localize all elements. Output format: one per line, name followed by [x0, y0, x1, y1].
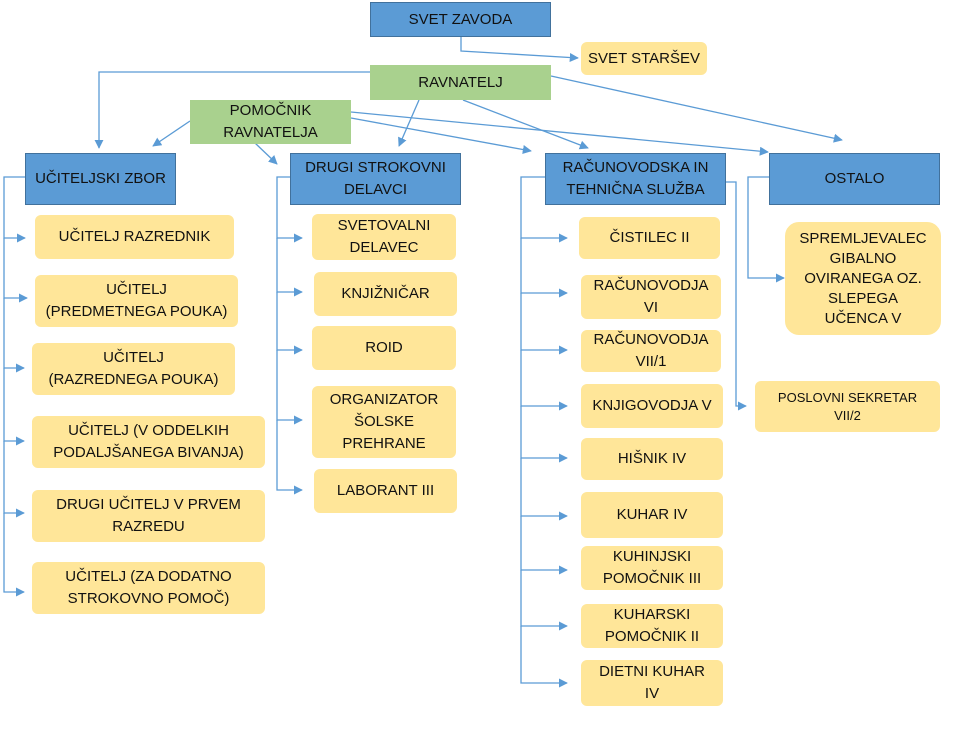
item-knjiznicar: KNJIŽNIČAR — [314, 272, 457, 316]
node-uciteljski-zbor: UČITELJSKI ZBOR — [25, 153, 176, 205]
item-racunovodja-vi: RAČUNOVODJA VI — [581, 275, 721, 319]
item-ucitelj-predmetnega-pouka: UČITELJ (PREDMETNEGA POUKA) — [35, 275, 238, 327]
item-organizator-solske-prehrane: ORGANIZATOR ŠOLSKE PREHRANE — [312, 386, 456, 458]
item-ucitelj-razrednik: UČITELJ RAZREDNIK — [35, 215, 234, 259]
item-cistilec-ii: ČISTILEC II — [579, 217, 720, 259]
arrow-pomocnik-to-racunovodska — [350, 117, 532, 154]
arrow-ravnatelj-to-racunovodska — [462, 99, 589, 150]
item-laborant-iii: LABORANT III — [314, 469, 457, 513]
item-knjigovodja-v: KNJIGOVODJA V — [581, 384, 723, 428]
item-racunovodja-vii-1: RAČUNOVODJA VII/1 — [581, 330, 721, 372]
item-ucitelj-dodatna-strokovna-pomoc: UČITELJ (ZA DODATNO STROKOVNO POMOČ) — [32, 562, 265, 614]
node-pomocnik-ravnatelja: POMOČNIK RAVNATELJA — [190, 100, 351, 144]
node-ravnatelj: RAVNATELJ — [370, 65, 551, 100]
arrow-ravnatelj-to-uciteljski-zbor — [94, 71, 370, 149]
arrow-pomocnik-to-drugi-strokovni — [254, 142, 278, 165]
item-roid: ROID — [312, 326, 456, 370]
node-svet-starsev: SVET STARŠEV — [581, 42, 707, 75]
item-svetovalni-delavec: SVETOVALNI DELAVEC — [312, 214, 456, 260]
item-poslovni-sekretar-vii-2: POSLOVNI SEKRETAR VII/2 — [755, 381, 940, 432]
item-ucitelj-razrednega-pouka: UČITELJ (RAZREDNEGA POUKA) — [32, 343, 235, 395]
node-svet-zavoda: SVET ZAVODA — [370, 2, 551, 37]
item-dietni-kuhar-iv: DIETNI KUHAR IV — [581, 660, 723, 706]
item-kuhar-iv: KUHAR IV — [581, 492, 723, 538]
item-hisnik-iv: HIŠNIK IV — [581, 438, 723, 480]
arrow-ravnatelj-to-drugi-strokovni — [398, 99, 420, 147]
arrow-ostalo-to-spremljevalec — [747, 176, 785, 283]
node-ostalo: OSTALO — [769, 153, 940, 205]
arrow-svet-zavoda-to-svet-starsev — [460, 37, 579, 63]
node-racunovodska-in-tehnicna-sluzba: RAČUNOVODSKA IN TEHNIČNA SLUŽBA — [545, 153, 726, 205]
arrow-pomocnik-to-uciteljski-zbor — [152, 120, 191, 147]
item-spremljevalec-gibalno-oviranega: SPREMLJEVALEC GIBALNO OVIRANEGA OZ. SLEP… — [785, 222, 941, 335]
arrow-ravnatelj-to-ostalo — [550, 75, 843, 143]
item-drugi-ucitelj-prvi-razred: DRUGI UČITELJ V PRVEM RAZREDU — [32, 490, 265, 542]
node-drugi-strokovni-delavci: DRUGI STROKOVNI DELAVCI — [290, 153, 461, 205]
item-kuhinjski-pomocnik-iii: KUHINJSKI POMOČNIK III — [581, 546, 723, 590]
arrow-to-poslovni-sekretar — [726, 181, 747, 411]
item-ucitelj-podaljsano-bivanje: UČITELJ (V ODDELKIH PODALJŠANEGA BIVANJA… — [32, 416, 265, 468]
item-kuharski-pomocnik-ii: KUHARSKI POMOČNIK II — [581, 604, 723, 648]
arrow-pomocnik-to-ostalo — [350, 111, 769, 156]
